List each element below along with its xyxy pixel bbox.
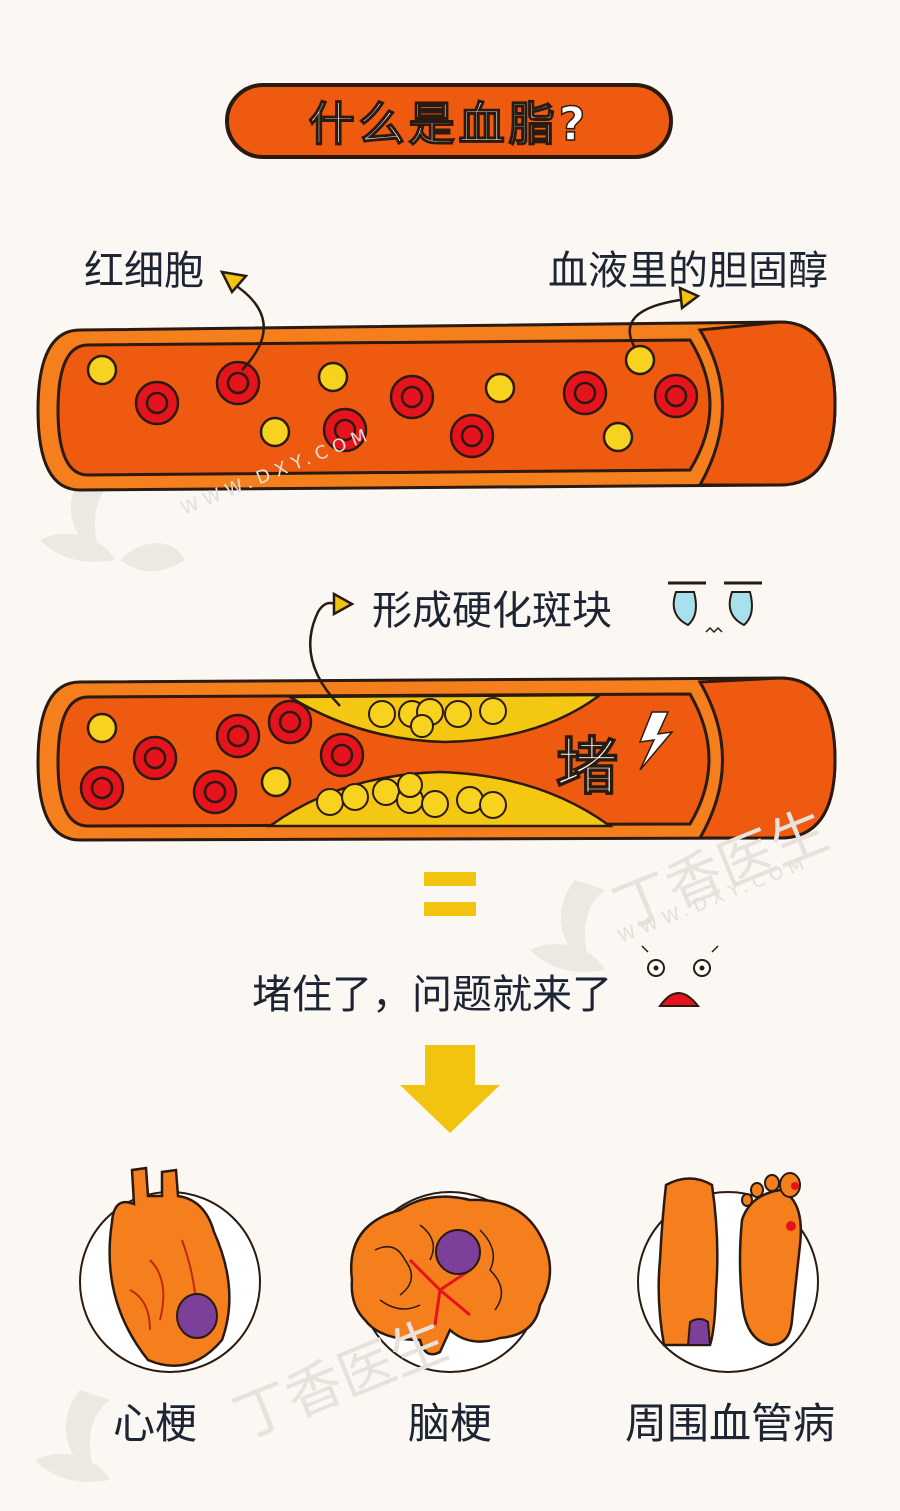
plaque-pointer-arrow bbox=[309, 591, 355, 707]
plaque-top bbox=[285, 693, 604, 744]
outcome-label-brain: 脑梗 bbox=[407, 1399, 492, 1448]
blocked-vessel-red-cells bbox=[79, 699, 365, 815]
heart-illustration bbox=[79, 1166, 261, 1373]
shocked-face-icon bbox=[641, 945, 719, 1007]
equals-icon bbox=[424, 872, 476, 916]
normal-vessel-red-cells bbox=[134, 360, 699, 459]
normal-vessel-cholesterol bbox=[86, 344, 656, 453]
cholesterol-pointer-arrow bbox=[628, 285, 701, 347]
title-banner: 什么是血脂? bbox=[225, 83, 673, 159]
cholesterol-label: 血液里的胆固醇 bbox=[548, 248, 828, 294]
red-cell-label: 红细胞 bbox=[84, 248, 204, 294]
plaque-bottom bbox=[266, 770, 614, 828]
red-cell-pointer-arrow bbox=[219, 270, 265, 371]
outcome-label-peripheral: 周围血管病 bbox=[624, 1399, 835, 1448]
feet-illustration bbox=[637, 1172, 819, 1373]
lightning-icon bbox=[638, 711, 674, 771]
crying-face-icon bbox=[668, 581, 762, 634]
blocked-vessel-cholesterol bbox=[86, 712, 292, 798]
brain-illustration bbox=[349, 1191, 552, 1373]
outcome-label-heart: 心梗 bbox=[112, 1399, 197, 1448]
watermark-logo-3 bbox=[35, 1390, 110, 1482]
page-title: 什么是血脂? bbox=[308, 96, 590, 152]
plaque-label: 形成硬化斑块 bbox=[372, 588, 612, 634]
blocked-label: 堵 bbox=[555, 729, 619, 804]
problem-label: 堵住了，问题就来了 bbox=[252, 972, 612, 1018]
watermark-logo-2 bbox=[530, 880, 605, 972]
down-arrow-icon bbox=[400, 1045, 500, 1133]
